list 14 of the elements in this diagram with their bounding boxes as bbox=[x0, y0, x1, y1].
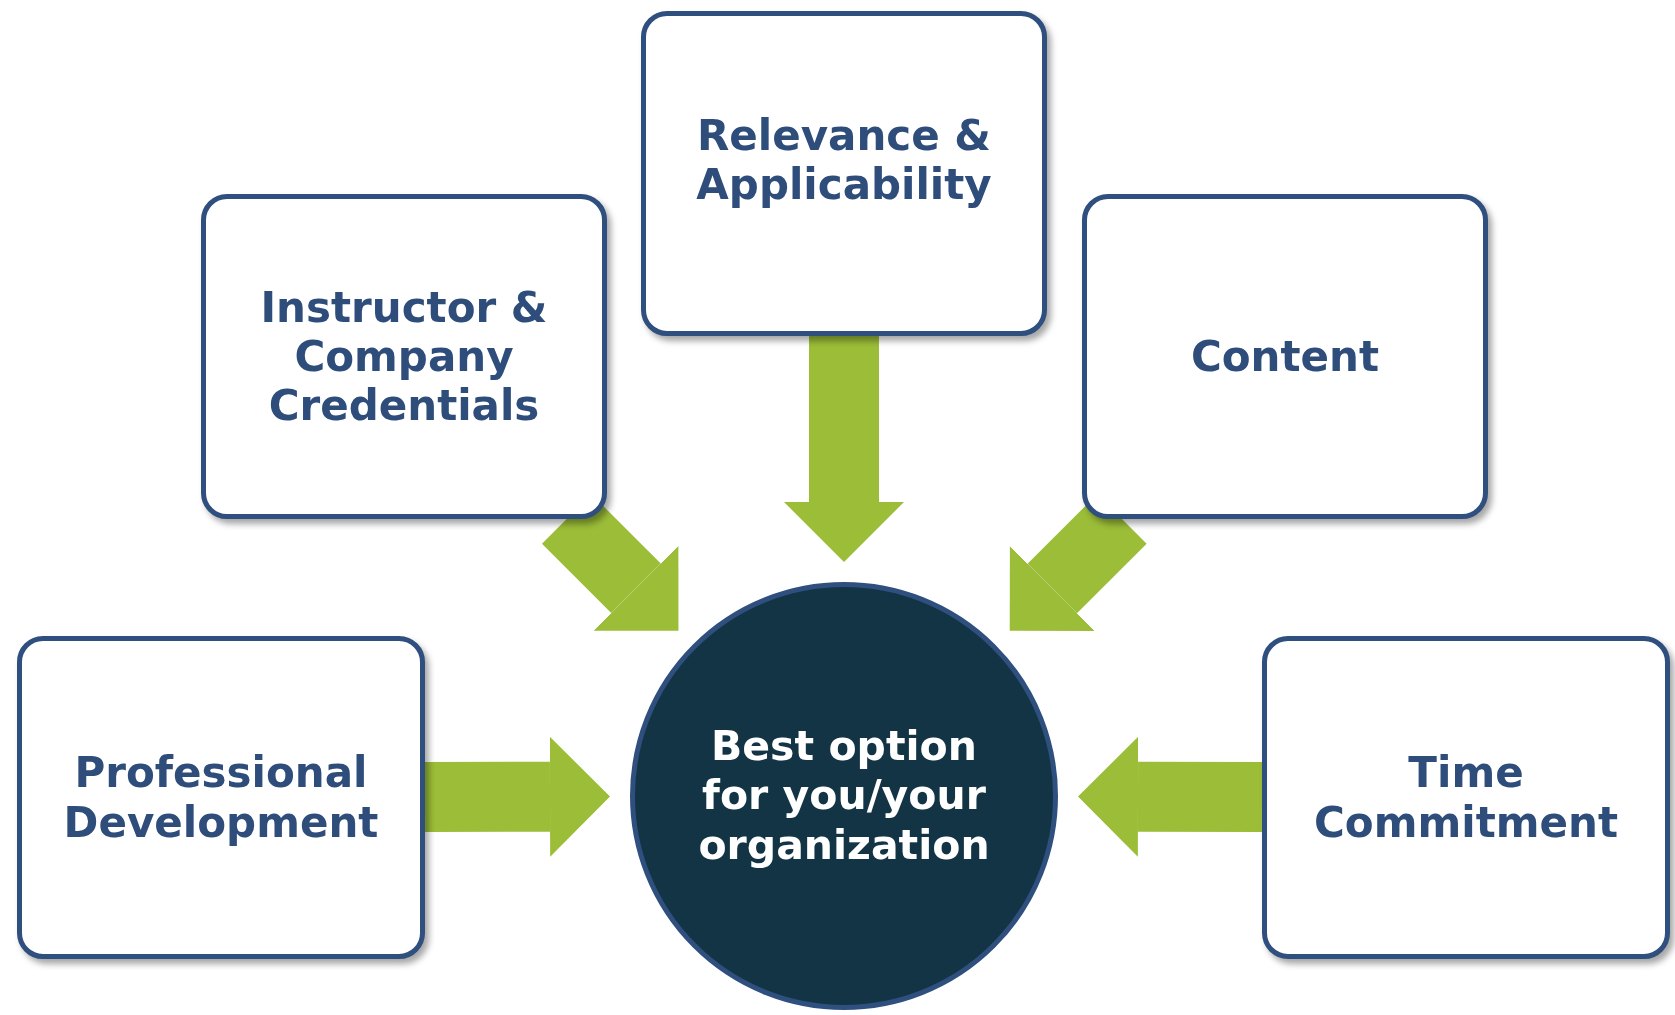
node-label: Best option for you/your organization bbox=[697, 722, 991, 870]
factor-box bbox=[17, 636, 425, 959]
node-label: Content bbox=[1190, 331, 1380, 382]
factor-box bbox=[201, 194, 607, 519]
factor-box bbox=[641, 11, 1047, 336]
factor-box bbox=[1082, 194, 1488, 519]
block-arrow bbox=[784, 336, 904, 562]
node-label: Time Commitment bbox=[1313, 748, 1619, 847]
block-arrow bbox=[1078, 736, 1263, 857]
factor-box bbox=[1262, 636, 1670, 959]
block-arrow bbox=[424, 736, 610, 857]
node-label: Instructor & Company Credentials bbox=[259, 282, 549, 431]
node-label: Professional Development bbox=[62, 748, 380, 847]
node-label: Relevance & Applicability bbox=[695, 111, 993, 210]
